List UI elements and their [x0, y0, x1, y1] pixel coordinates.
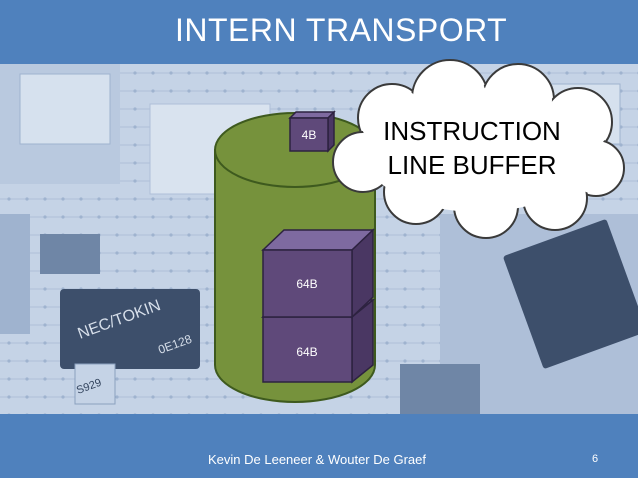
chip-left: [60, 289, 200, 369]
large-block-bottom-label: 64B: [296, 345, 317, 359]
large-block-top-label: 64B: [296, 277, 317, 291]
slide-title: INTERN TRANSPORT: [175, 12, 508, 48]
circuit-board-image: NEC/TOKIN 0E128 S929: [0, 64, 638, 414]
small-block-label: 4B: [302, 128, 317, 142]
footer-bar: [0, 414, 638, 478]
title-bar: [0, 0, 638, 64]
large-block-top: 64B: [261, 228, 375, 319]
chip-right: [503, 219, 638, 369]
callout-cloud: INSTRUCTION LINE BUFFER: [332, 59, 625, 239]
circuit-board-background: NEC/TOKIN 0E128 S929: [0, 64, 638, 414]
callout-line-1: INSTRUCTION: [383, 116, 561, 146]
callout-line-2: LINE BUFFER: [387, 150, 556, 180]
page-number: 6: [592, 453, 599, 465]
footer-authors: Kevin De Leeneer & Wouter De Graef: [208, 452, 426, 467]
small-block-4b: 4B: [288, 110, 336, 153]
